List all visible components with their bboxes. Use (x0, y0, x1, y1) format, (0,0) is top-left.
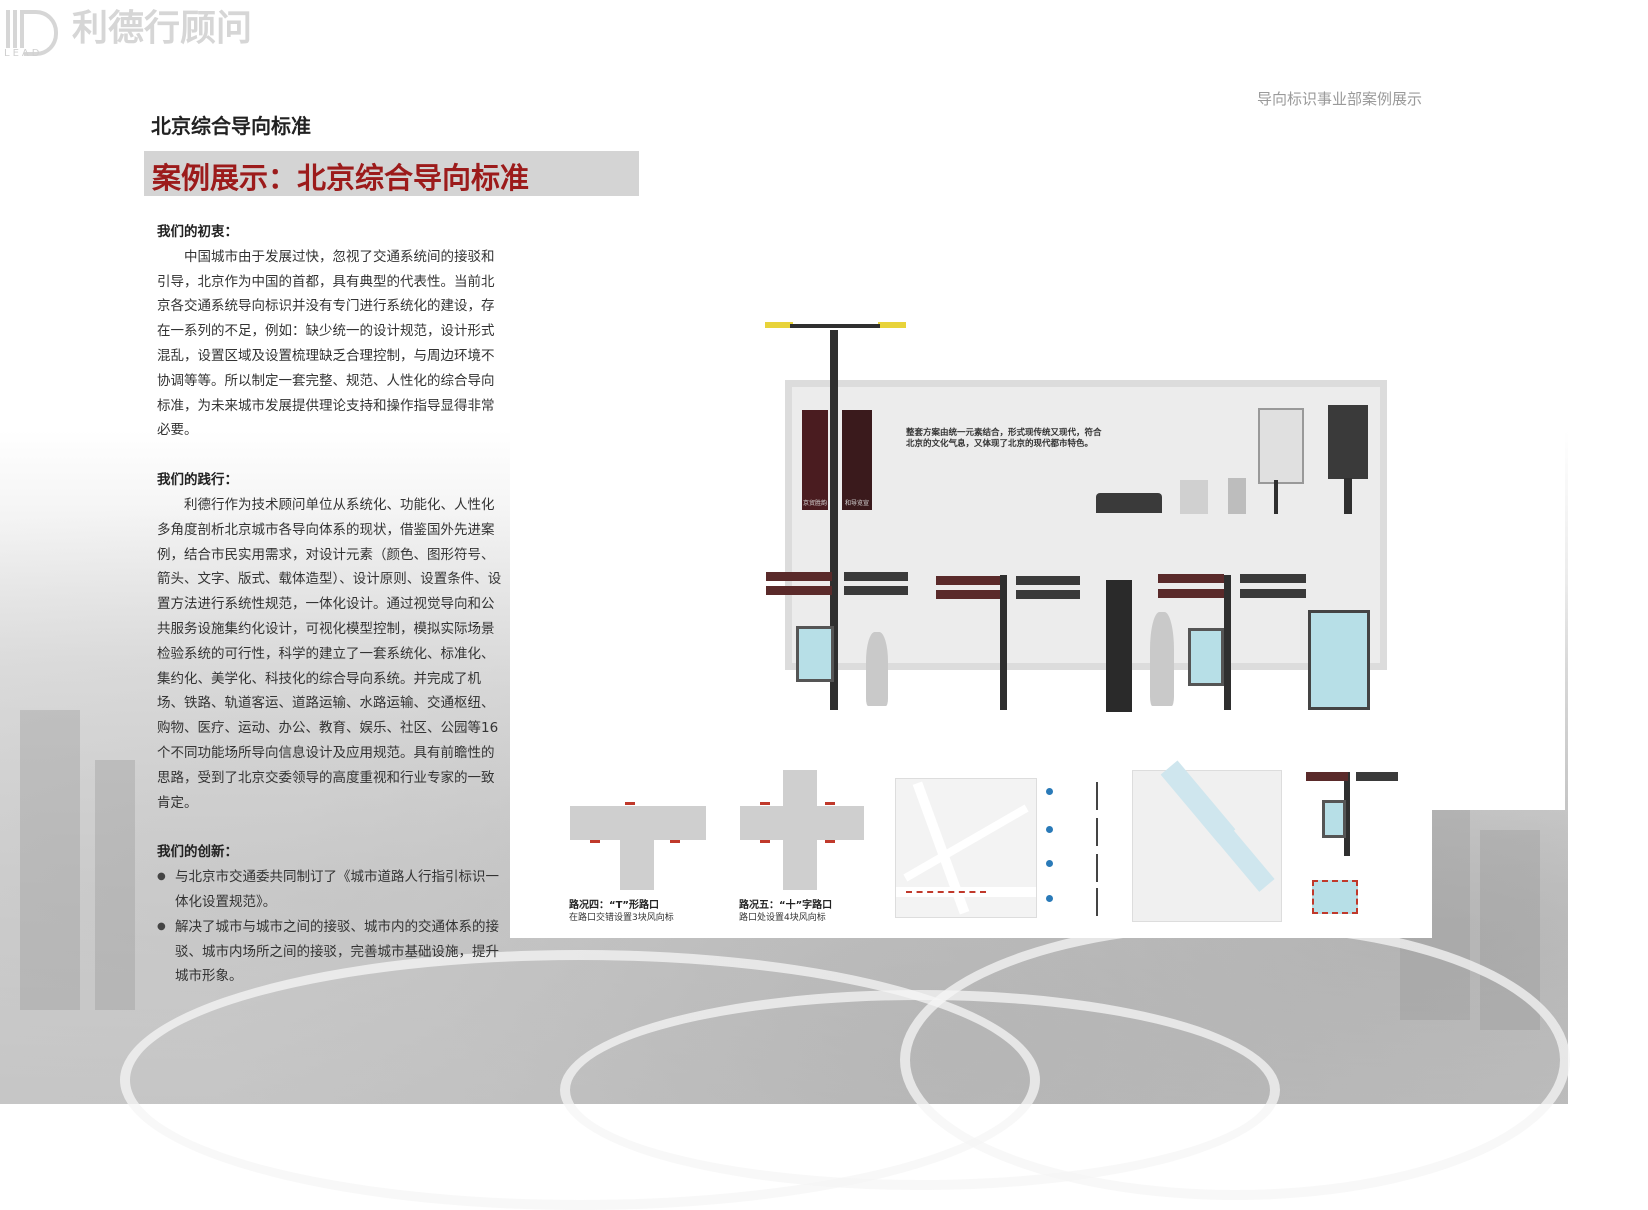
case5-sub: 路口处设置4块风向标 (739, 913, 826, 923)
innovation-bullet: 解决了城市与城市之间的接驳、城市内的交通体系的接驳、城市内场所之间的接驳，完善城… (157, 915, 507, 989)
wall-caption: 整套方案由统一元素结合，形式现传统又现代，符合 北京的文化气息，又体现了北京的现… (906, 428, 1102, 449)
t-junction-diagram: 路况四：“T”形路口 在路口交错设置3块风向标 (565, 770, 715, 923)
lamp-banner-right: 和导览宣 (842, 410, 872, 510)
innovation-bullet: 与北京市交通委共同制订了《城市道路人行指引标识一体化设置规范》。 (157, 865, 507, 915)
company-logo: LEAD 利德行顾问 (4, 6, 253, 59)
case4-sub: 在路口交错设置3块风向标 (569, 913, 674, 923)
totem-sign (1106, 580, 1132, 712)
practice-title: 我们的践行： (157, 472, 238, 489)
text-column: 我们的初衷： 中国城市由于发展过快，忽视了交通系统间的接驳和引导，北京作为中国的… (157, 220, 507, 989)
logo-text: 利德行顾问 (72, 8, 253, 49)
practice-body: 利德行作为技术顾问单位从系统化、功能化、人性化多角度剖析北京城市各导向体系的现状… (157, 496, 502, 811)
map-kiosk (1308, 610, 1370, 710)
section-label: 导向标识事业部案例展示 (1256, 90, 1422, 108)
intent-body: 中国城市由于发展过快，忽视了交通系统间的接驳和引导，北京作为中国的首都，具有典型… (157, 248, 495, 439)
logo-letters: LEAD (4, 48, 43, 59)
intent-title: 我们的初衷： (157, 224, 238, 240)
banner-title: 案例展示：北京综合导向标准 (152, 161, 530, 195)
district-map (1132, 760, 1282, 922)
case4-title: 路况四：“T”形路口 (569, 900, 659, 911)
lamp-banner-left: 京贸胜韵 (802, 410, 828, 510)
page-title: 北京综合导向标准 (151, 114, 311, 138)
route-map (895, 778, 1037, 918)
phone-booth (1328, 405, 1368, 479)
logo-mark-icon: LEAD (4, 6, 64, 59)
crossroad-diagram: 路况五：“十”字路口 路口处设置4块风向标 (735, 770, 885, 923)
innovation-list: 与北京市交通委共同制订了《城市道路人行指引标识一体化设置规范》。 解决了城市与城… (157, 865, 507, 989)
case5-title: 路况五：“十”字路口 (739, 900, 833, 911)
title-banner: 案例展示：北京综合导向标准 (144, 151, 639, 196)
innovation-title: 我们的创新： (157, 844, 238, 861)
